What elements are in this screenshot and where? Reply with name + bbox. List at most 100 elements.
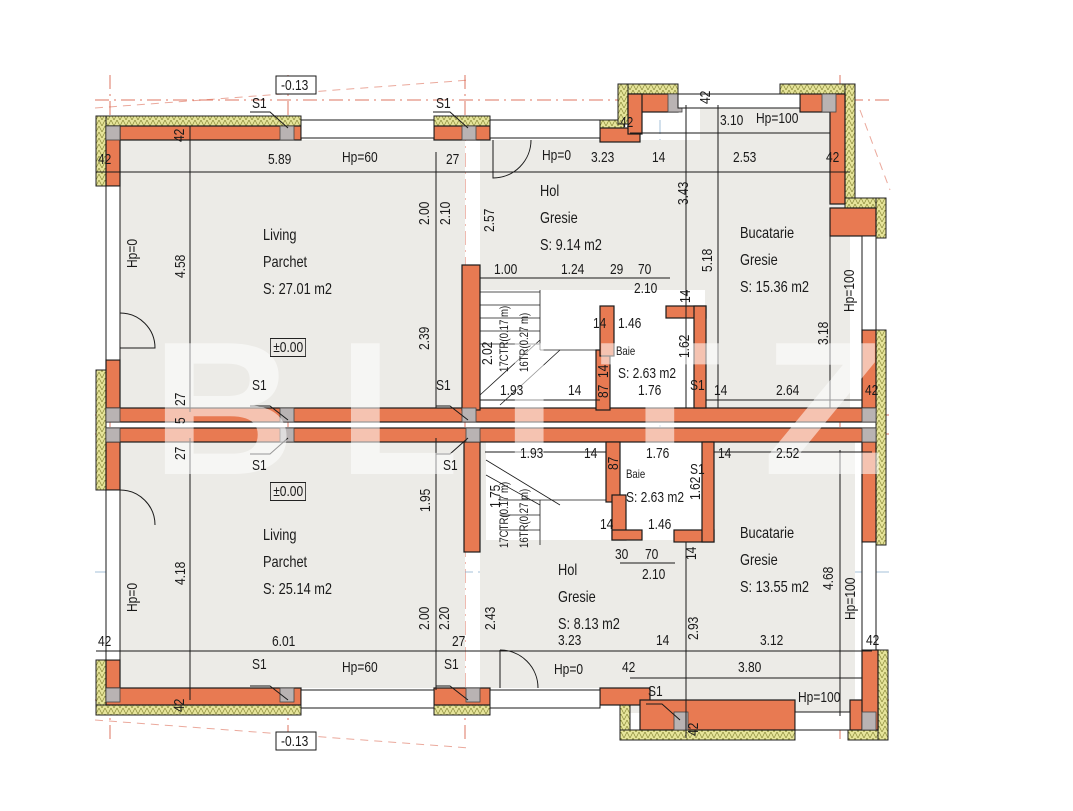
dim-label: 2.02 — [479, 341, 496, 365]
room-area-baie-top: S: 2.63 m2 — [618, 365, 677, 382]
dim-label: 42 — [171, 128, 188, 142]
dim-label: 29 — [610, 261, 624, 278]
dim-label: 27 — [452, 633, 466, 650]
room-name: Hol — [540, 183, 560, 200]
dim-label: 1.24 — [561, 261, 585, 278]
dim-label: 2.64 — [776, 382, 800, 399]
dim-label: 2.43 — [482, 606, 499, 630]
dim-label: 42 — [622, 659, 636, 676]
dim-label: 42 — [697, 90, 714, 104]
s1-label: S1 — [648, 683, 663, 700]
dim-label: 42 — [865, 382, 879, 399]
dim-label: 3.23 — [591, 149, 615, 166]
stair-label: 16TR(0.27 m) — [517, 488, 531, 548]
dim-label: 4.68 — [820, 566, 837, 590]
dim-label: 5.18 — [699, 248, 716, 272]
stair-label: 17CTR(0.17 m) — [497, 481, 511, 548]
s1-label: S1 — [252, 377, 267, 394]
dim-label: 14 — [677, 289, 694, 303]
dim-label: 3.43 — [675, 181, 692, 205]
room-area: S: 27.01 m2 — [263, 281, 333, 298]
height-label: Hp=100 — [842, 577, 859, 620]
room-floor: Gresie — [540, 210, 578, 227]
room-name: Living — [263, 527, 297, 544]
dim-label: 5 — [172, 417, 189, 424]
room-hol-top: Hol Gresie S: 9.14 m2 — [540, 178, 602, 259]
s1-label: S1 — [252, 95, 267, 112]
room-name: Bucatarie — [740, 525, 795, 542]
dim-label: 14 — [714, 382, 728, 399]
dim-label: 42 — [826, 149, 840, 166]
room-floor: Parchet — [263, 254, 308, 271]
dim-label: 1.62 — [676, 334, 693, 358]
room-floor: Parchet — [263, 554, 308, 571]
room-area: S: 9.14 m2 — [540, 237, 602, 254]
dim-label: 2.00 — [416, 606, 433, 630]
dim-label: 14 — [652, 149, 666, 166]
s1-label: S1 — [252, 656, 267, 673]
room-area-baie-bottom: S: 2.63 m2 — [626, 489, 685, 506]
dim-label: 14 — [593, 315, 607, 332]
s1-label: S1 — [690, 461, 705, 478]
s1-label: S1 — [690, 377, 705, 394]
room-area: S: 25.14 m2 — [263, 581, 333, 598]
dim-label: 1.76 — [638, 382, 662, 399]
dim-label: 2.20 — [436, 606, 453, 630]
s1-label: S1 — [252, 457, 267, 474]
height-label: Hp=0 — [542, 147, 572, 164]
height-label: Hp=100 — [798, 689, 841, 706]
level-label-top: -0.13 — [281, 77, 309, 94]
dim-label: 42 — [171, 698, 188, 712]
dim-label: 27 — [446, 151, 460, 168]
room-bucatarie-bottom: Bucatarie Gresie S: 13.55 m2 — [740, 520, 809, 601]
dim-label: 1.00 — [494, 261, 518, 278]
stair-label: 17CTR(0.17 m) — [497, 305, 511, 372]
room-name: Living — [263, 227, 297, 244]
dim-label: 87 — [595, 384, 612, 398]
level-marker: ±0.00 — [270, 482, 307, 501]
dim-label: 42 — [866, 632, 880, 649]
room-area: S: 15.36 m2 — [740, 279, 810, 296]
dim-label: 42 — [685, 722, 702, 736]
dim-label: 14 — [595, 364, 612, 378]
dim-label: 14 — [568, 382, 582, 399]
dim-label: 2.53 — [733, 149, 757, 166]
room-floor: Gresie — [740, 552, 778, 569]
room-floor: Gresie — [740, 252, 778, 269]
dim-label: 14 — [683, 546, 700, 560]
dim-label: 42 — [98, 633, 112, 650]
dim-label: 42 — [98, 151, 112, 168]
dim-label: 2.10 — [642, 566, 666, 583]
dim-label: 14 — [718, 445, 732, 462]
height-label: Hp=100 — [841, 269, 858, 312]
dim-label: 70 — [638, 261, 652, 278]
dim-label: 2.10 — [437, 201, 454, 225]
dim-label: 2.00 — [416, 201, 433, 225]
dim-label: 1.46 — [618, 315, 642, 332]
level-marker: ±0.00 — [270, 338, 307, 357]
dim-label: 3.80 — [738, 659, 762, 676]
dim-label: 3.12 — [760, 632, 784, 649]
dim-label: 1.95 — [417, 488, 434, 512]
room-living-top: Living Parchet S: 27.01 m2 — [263, 222, 332, 303]
watermark: BLITZ — [151, 303, 927, 515]
dim-label: 2.93 — [685, 616, 702, 640]
dim-label: 14 — [656, 632, 670, 649]
height-label: Hp=60 — [342, 149, 378, 166]
dim-label: 14 — [584, 445, 598, 462]
s1-label: S1 — [444, 656, 459, 673]
dim-label: 87 — [605, 456, 622, 470]
dim-label: 2.39 — [416, 326, 433, 350]
height-label: Hp=0 — [124, 238, 141, 268]
stair-label: 16TR(0.27 m) — [517, 312, 531, 372]
dim-label: 3.18 — [815, 321, 832, 345]
s1-label: S1 — [443, 457, 458, 474]
dim-label: 2.10 — [634, 280, 658, 297]
dim-label: 2.52 — [776, 445, 800, 462]
dim-label: 4.58 — [172, 254, 189, 278]
room-area: S: 13.55 m2 — [740, 579, 810, 596]
dim-label: 1.93 — [520, 445, 544, 462]
room-hol-bottom: Hol Gresie S: 8.13 m2 — [558, 557, 620, 638]
